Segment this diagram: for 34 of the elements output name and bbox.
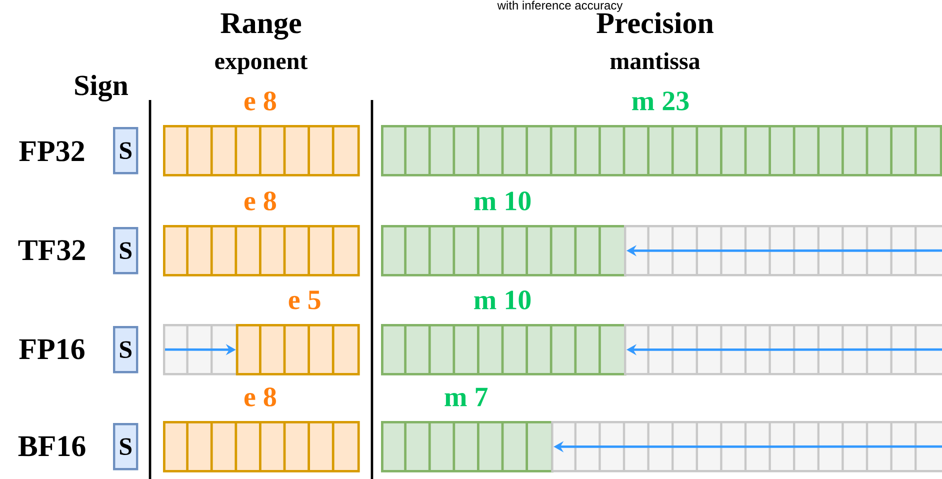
mantissa-width-label: m 7 — [444, 388, 488, 406]
mantissa-bits — [381, 324, 626, 376]
unused-bits — [624, 324, 942, 376]
section-heading: Range — [220, 13, 302, 40]
mantissa-width-label: m 10 — [474, 192, 531, 210]
format-label: BF16 — [18, 436, 86, 456]
mantissa-bits — [381, 125, 942, 176]
top-caption: with inference accuracy — [497, 0, 623, 12]
exponent-bits — [236, 324, 360, 376]
section-heading: Precision — [596, 12, 714, 34]
exponent-width-label: e 8 — [244, 92, 276, 110]
exponent-width-label: e 8 — [244, 192, 276, 210]
mantissa-width-label: m 23 — [632, 92, 689, 110]
format-label: TF32 — [18, 240, 85, 260]
section-subheading: exponent — [215, 56, 308, 74]
sign-bit-box: S — [113, 227, 138, 274]
unused-bits — [551, 420, 942, 472]
sign-bit-box: S — [113, 127, 138, 174]
mantissa-width-label: m 10 — [474, 290, 531, 310]
sign-bit-box: S — [113, 326, 138, 374]
format-label: FP16 — [19, 339, 84, 360]
exponent-bits — [163, 421, 360, 472]
exponent-width-label: e 5 — [288, 290, 320, 310]
sign-bit-box: S — [113, 422, 138, 470]
exponent-width-label: e 8 — [244, 388, 276, 406]
mantissa-bits — [381, 421, 554, 472]
section-subheading: mantissa — [610, 52, 700, 70]
unused-bits — [163, 324, 238, 376]
exponent-bits — [163, 225, 360, 276]
column-heading: Sign — [75, 74, 128, 102]
unused-bits — [624, 225, 942, 276]
exponent-bits — [163, 125, 360, 176]
mantissa-bits — [381, 225, 626, 276]
format-label: FP32 — [19, 141, 84, 162]
